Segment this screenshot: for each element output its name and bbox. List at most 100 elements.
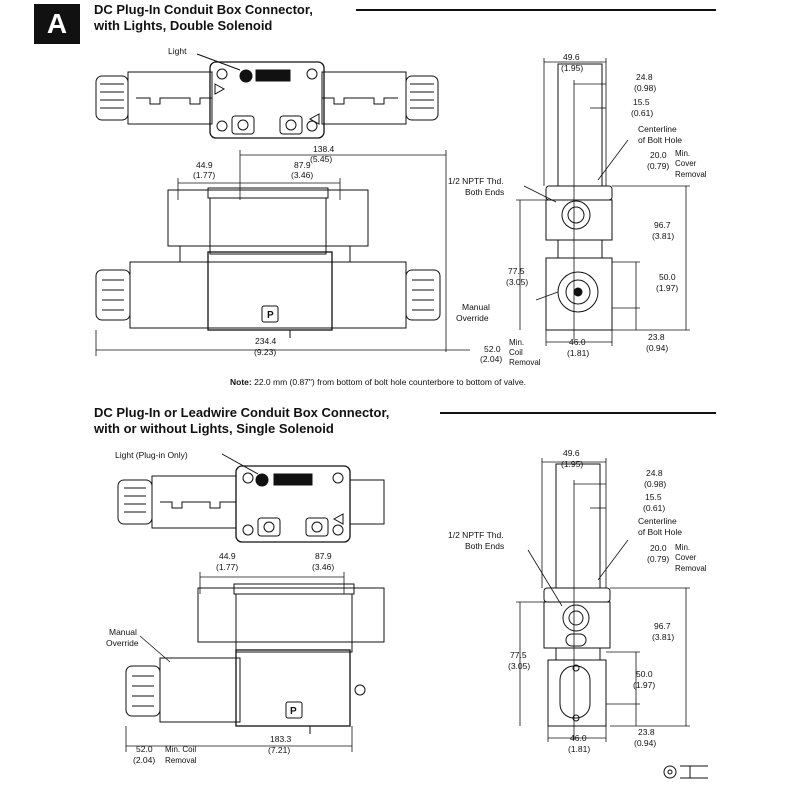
bottom-r96-in: (3.81) xyxy=(652,632,674,642)
top-dim-52-mm: 52.0 xyxy=(484,344,501,354)
top-side-view xyxy=(545,63,613,331)
top-nptf2: Both Ends xyxy=(465,187,504,197)
bottom-r23-in: (0.94) xyxy=(634,738,656,748)
bottom-nptf1: 1/2 NPTF Thd. xyxy=(448,530,504,540)
top-note-text: 22.0 mm (0.87") from bottom of bolt hole… xyxy=(254,377,526,387)
bottom-r46-mm: 46.0 xyxy=(570,733,587,743)
bottom-p-mark: P xyxy=(290,706,297,717)
bottom-diagram: Light (Plug-in Only) 44.9 (1.77) 87.9 (3… xyxy=(106,448,708,779)
bottom-r46-in: (1.81) xyxy=(568,744,590,754)
bottom-r49-mm: 49.6 xyxy=(563,448,580,458)
bottom-cover1: Min. xyxy=(675,543,690,552)
top-note: Note: 22.0 mm (0.87") from bottom of bol… xyxy=(230,377,526,387)
top-manual1: Manual xyxy=(462,302,490,312)
bottom-title-rule xyxy=(440,412,716,414)
bottom-r77-mm: 77.5 xyxy=(510,650,527,660)
top-title-rule xyxy=(356,9,716,11)
top-r23-mm: 23.8 xyxy=(648,332,665,342)
top-dim-234-in: (9.23) xyxy=(254,347,276,357)
bottom-dimension-lines xyxy=(125,572,353,752)
bottom-r77-in: (3.05) xyxy=(508,661,530,671)
top-dim-234-mm: 234.4 xyxy=(255,336,277,346)
top-r20-mm: 20.0 xyxy=(650,150,667,160)
top-dim-138-mm: 138.4 xyxy=(313,144,335,154)
bottom-r20-mm: 20.0 xyxy=(650,543,667,553)
top-dim-138-in: (5.45) xyxy=(310,154,332,164)
top-front-view xyxy=(95,187,441,338)
bottom-dim-87-mm: 87.9 xyxy=(315,551,332,561)
top-cover3: Removal xyxy=(675,170,707,179)
top-dim-52-in: (2.04) xyxy=(480,354,502,364)
top-light-label: Light xyxy=(168,46,187,56)
bottom-r23-mm: 23.8 xyxy=(638,727,655,737)
top-dim-87-in: (3.46) xyxy=(291,170,313,180)
top-r96-mm: 96.7 xyxy=(654,220,671,230)
bottom-title: DC Plug-In or Leadwire Conduit Box Conne… xyxy=(94,405,389,437)
bottom-r24-in: (0.98) xyxy=(644,479,666,489)
bottom-manual2: Override xyxy=(106,638,139,648)
bottom-plan-view xyxy=(117,453,385,543)
top-r49-mm: 49.6 xyxy=(563,52,580,62)
top-side-dim-lines xyxy=(516,58,690,346)
bottom-dim-52-mm: 52.0 xyxy=(136,744,153,754)
top-coil-label2: Coil xyxy=(509,348,523,357)
top-r46-mm: 46.0 xyxy=(569,337,586,347)
bottom-centerline2: of Bolt Hole xyxy=(638,527,682,537)
top-r23-in: (0.94) xyxy=(646,343,668,353)
bottom-dim-183-mm: 183.3 xyxy=(270,734,292,744)
bottom-r49-in: (1.95) xyxy=(561,459,583,469)
top-dimension-lines xyxy=(95,150,470,356)
top-r15-in: (0.61) xyxy=(631,108,653,118)
top-r50-mm: 50.0 xyxy=(659,272,676,282)
bottom-cover2: Cover xyxy=(675,553,697,562)
bottom-coil-label1: Min. Coil xyxy=(165,745,196,754)
top-dim-44-in: (1.77) xyxy=(193,170,215,180)
top-r24-mm: 24.8 xyxy=(636,72,653,82)
bottom-dim-87-in: (3.46) xyxy=(312,562,334,572)
bottom-cover3: Removal xyxy=(675,564,707,573)
bottom-r15-in: (0.61) xyxy=(643,503,665,513)
top-r77-in: (3.05) xyxy=(506,277,528,287)
bottom-light-label: Light (Plug-in Only) xyxy=(115,450,188,460)
top-r24-in: (0.98) xyxy=(634,83,656,93)
bottom-r50-in: (1.97) xyxy=(633,680,655,690)
bottom-centerline1: Centerline xyxy=(638,516,677,526)
top-r15-mm: 15.5 xyxy=(633,97,650,107)
top-r50-in: (1.97) xyxy=(656,283,678,293)
bottom-r96-mm: 96.7 xyxy=(654,621,671,631)
top-r77-mm: 77.5 xyxy=(508,266,525,276)
bottom-dim-44-in: (1.77) xyxy=(216,562,238,572)
bottom-r50-mm: 50.0 xyxy=(636,669,653,679)
top-note-bold: Note: xyxy=(230,377,252,387)
top-dim-44-mm: 44.9 xyxy=(196,160,213,170)
bottom-dim-44-mm: 44.9 xyxy=(219,551,236,561)
top-coil-label3: Removal xyxy=(509,358,541,367)
top-centerline1: Centerline xyxy=(638,124,677,134)
bottom-side-view xyxy=(543,463,611,727)
section-badge: A xyxy=(34,4,80,44)
bottom-r15-mm: 15.5 xyxy=(645,492,662,502)
top-r96-in: (3.81) xyxy=(652,231,674,241)
top-coil-label1: Min. xyxy=(509,338,524,347)
top-title-line2: with Lights, Double Solenoid xyxy=(94,18,273,33)
top-title-line1: DC Plug-In Conduit Box Connector, xyxy=(94,2,313,17)
bottom-dim-52-in: (2.04) xyxy=(133,755,155,765)
top-diagram: Light 138.4 (5.45) 44.9 (1.77) 87.9 (3.4… xyxy=(95,46,707,367)
bottom-r20-in: (0.79) xyxy=(647,554,669,564)
bottom-r24-mm: 24.8 xyxy=(646,468,663,478)
top-r49-in: (1.95) xyxy=(561,63,583,73)
top-title: DC Plug-In Conduit Box Connector, with L… xyxy=(94,2,313,34)
top-manual2: Override xyxy=(456,313,489,323)
top-centerline2: of Bolt Hole xyxy=(638,135,682,145)
top-r46-in: (1.81) xyxy=(567,348,589,358)
top-dim-87-mm: 87.9 xyxy=(294,160,311,170)
bottom-side-dim-lines xyxy=(516,458,690,742)
top-cover1: Min. xyxy=(675,149,690,158)
bottom-title-line2: with or without Lights, Single Solenoid xyxy=(94,421,334,436)
bottom-coil-label2: Removal xyxy=(165,756,197,765)
top-r20-in: (0.79) xyxy=(647,161,669,171)
bottom-manual1: Manual xyxy=(109,627,137,637)
top-plan-view xyxy=(95,53,439,139)
bottom-footer-symbol xyxy=(663,765,708,779)
